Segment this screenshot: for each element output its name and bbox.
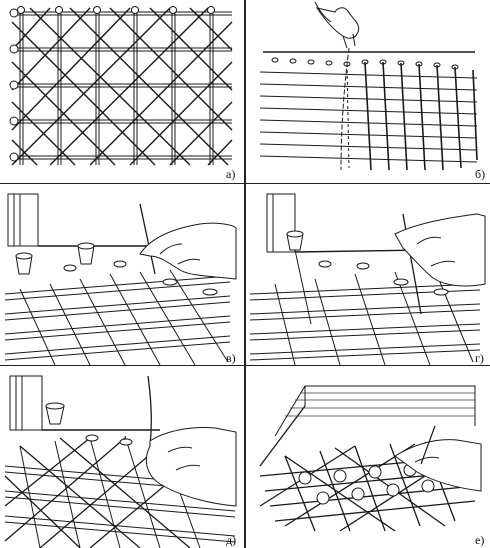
- cane-weave-illustration: [9, 6, 233, 166]
- panel-e: е): [245, 366, 490, 548]
- warp-stretching-illustration: [259, 1, 478, 171]
- panel-label-v: в): [226, 351, 236, 365]
- panel-b: б): [245, 0, 490, 183]
- horizontal-divider-1: [0, 183, 490, 184]
- panel-label-e: е): [475, 533, 485, 547]
- finishing-weave-illustration: [259, 385, 482, 532]
- panel-v: в): [0, 184, 244, 365]
- panel-g: г): [245, 184, 490, 365]
- diagonal-weaving-illustration: [4, 375, 237, 548]
- panel-label-g: г): [475, 351, 484, 365]
- horizontal-divider-2: [0, 365, 490, 366]
- panel-label-b: б): [475, 167, 486, 181]
- panel-d: д): [0, 366, 244, 548]
- panel-label-a: а): [226, 167, 236, 181]
- panel-a: а): [0, 0, 244, 183]
- panel-label-d: д): [226, 533, 237, 547]
- weaving-layer-illustration: [4, 193, 237, 365]
- vertical-divider: [244, 0, 246, 548]
- weaving-second-layer-illustration: [249, 193, 486, 365]
